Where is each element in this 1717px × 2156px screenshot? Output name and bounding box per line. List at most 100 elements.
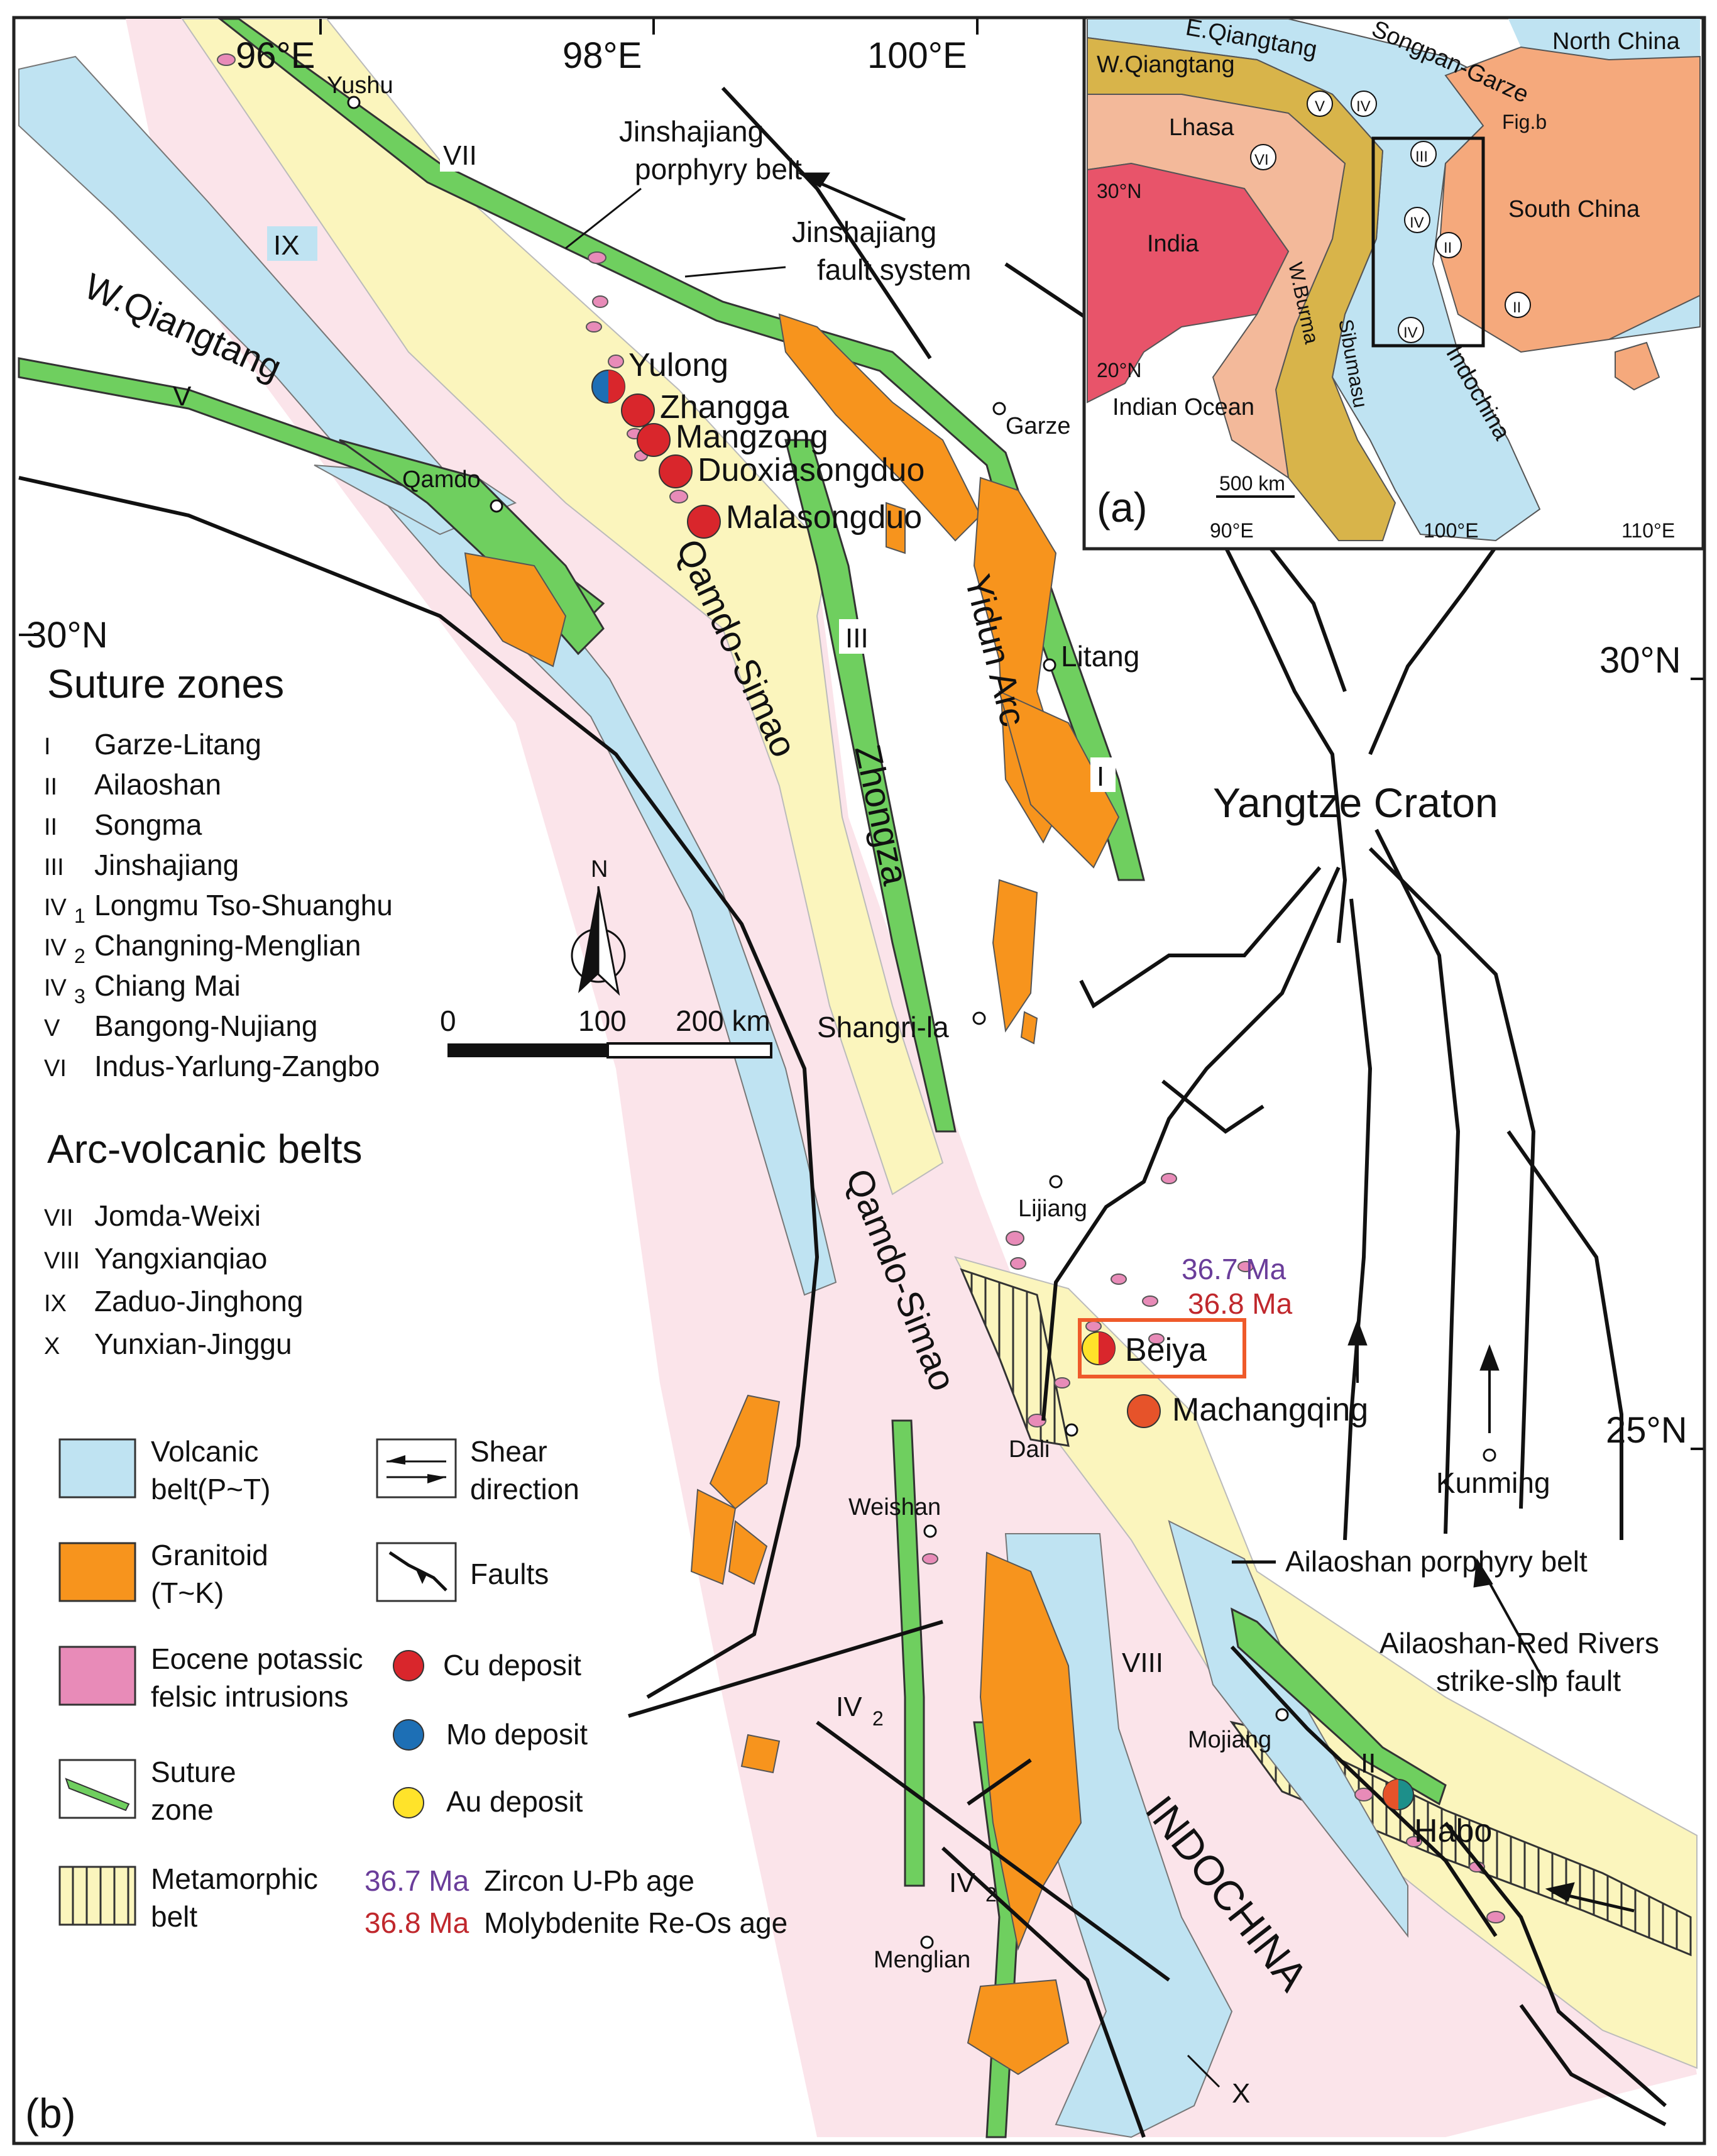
inset-roman: II: [1513, 299, 1521, 316]
suture-name: Ailaoshan: [94, 768, 221, 801]
deposit-label: Mangzong: [676, 419, 828, 455]
arc-belts-title: Arc-volcanic belts: [47, 1126, 363, 1172]
deposit-label: Zhangga: [660, 389, 789, 426]
metamorphic-belt-beiya: [960, 1268, 1070, 1447]
arc-num: IX: [44, 1290, 67, 1317]
legend-volcanic-line2: belt(P~T): [151, 1473, 270, 1505]
panel-label-b: (b): [25, 2090, 76, 2137]
inset-scale: 500 km: [1219, 472, 1285, 495]
inset-roman: IV: [1410, 214, 1424, 231]
jinshajiang-belt: [181, 18, 944, 1196]
fault-system-label-line2: fault system: [817, 253, 971, 286]
arc-name: Jomda-Weixi: [94, 1199, 261, 1232]
deposit-labels: Yulong Zhangga Mangzong Duoxiasongduo Ma…: [628, 347, 1492, 1849]
volcanic-belt-viii: [1168, 1520, 1408, 1938]
suture-sub: 2: [74, 945, 85, 967]
city-markers: [347, 96, 1496, 1949]
suture-num: IV: [44, 894, 67, 921]
inset-india: India: [1147, 231, 1199, 257]
fault-lines: [18, 86, 1667, 2138]
molybdenite-age-label: 36.8 Ma: [1188, 1287, 1293, 1320]
belt-x-label: X: [1232, 2078, 1250, 2109]
suture-iv2-south-subscript: 2: [985, 1883, 997, 1906]
deposit-label: Machangqing: [1172, 1392, 1368, 1428]
city-label: Lijiang: [1018, 1196, 1087, 1222]
yangtze-craton-label: Yangtze Craton: [1213, 779, 1498, 826]
legend-eocene-line2: felsic intrusions: [151, 1680, 348, 1713]
suture-name: Bangong-Nujiang: [94, 1009, 318, 1042]
legend-shear-line2: direction: [470, 1473, 579, 1505]
coordinate-labels: 96°E 98°E 100°E 30°N 30°N 25°N (b): [19, 19, 1703, 2137]
inset-lon90: 90°E: [1210, 519, 1254, 542]
city-labels: Yushu Qamdo Garze Litang Shangri-la Liji…: [327, 72, 1550, 1973]
porphyry-belt-label-line1: Jinshajiang: [619, 115, 764, 148]
map-legend: Volcanic belt(P~T) Granitoid (T~K) Eocen…: [58, 1435, 787, 1939]
legend-meta-line2: belt: [151, 1900, 197, 1933]
suture-name: Chiang Mai: [94, 969, 241, 1002]
suture-iv2-label: IV: [836, 1691, 862, 1722]
granitoid-bodies: [464, 313, 1120, 2076]
arc-name: Yunxian-Jinggu: [94, 1328, 292, 1360]
deposit-label: Malasongduo: [726, 499, 922, 536]
redriver-fault-label-line1: Ailaoshan-Red Rivers: [1380, 1627, 1659, 1659]
suture-num: III: [44, 854, 64, 881]
fault-system-label-line1: Jinshajiang: [792, 216, 936, 248]
north-arrow: N: [571, 856, 626, 996]
scale-100: 100: [578, 1004, 627, 1037]
redriver-fault-label-line2: strike-slip fault: [1436, 1664, 1621, 1697]
inset-lon110: 110°E: [1621, 519, 1675, 542]
deposit-label: Duoxiasongduo: [698, 452, 924, 488]
legend-meta-line1: Metamorphic: [151, 1862, 318, 1895]
lat-25-right-label: 25°N: [1606, 1410, 1687, 1451]
legend-moly-age: 36.8 Ma: [365, 1906, 469, 1939]
legend-volcanic-line1: Volcanic: [151, 1435, 258, 1468]
inset-roman: VI: [1254, 151, 1269, 168]
inset-fig-b: Fig.b: [1502, 111, 1547, 133]
inset-lat30: 30°N: [1097, 180, 1142, 202]
inset-roman: III: [1415, 148, 1428, 165]
arc-belt-list: Arc-volcanic belts VII Jomda-Weixi VIII …: [44, 1126, 363, 1360]
legend-au: Au deposit: [446, 1785, 583, 1818]
arc-name: Yangxianqiao: [94, 1242, 267, 1275]
ailaoshan-porphyry-belt-label: Ailaoshan porphyry belt: [1285, 1545, 1588, 1578]
suture-name: Longmu Tso-Shuanghu: [94, 889, 393, 921]
mangzong-deposit-marker: [637, 423, 671, 457]
suture-v-label: V: [173, 381, 192, 412]
belt-ix-label: IX: [273, 230, 300, 261]
suture-num: I: [44, 734, 51, 760]
suture-name: Indus-Yarlung-Zangbo: [94, 1050, 380, 1082]
city-label: Shangri-la: [817, 1011, 949, 1043]
eocene-intrusions: [217, 53, 1505, 1923]
deposit-label: Habo: [1414, 1813, 1492, 1849]
legend-cu: Cu deposit: [443, 1649, 581, 1681]
volcanic-belt-ix: [18, 55, 837, 1296]
suture-zones-title: Suture zones: [47, 661, 284, 707]
malasongduo-deposit-marker: [687, 505, 721, 539]
north-label: N: [591, 856, 608, 883]
map-roman-labels: VII IX V III I VIII II IV 2 IV 2 X: [173, 137, 1376, 2109]
inset-lhasa: Lhasa: [1169, 114, 1234, 141]
city-label: Menglian: [874, 1947, 970, 1973]
inset-indian-ocean: Indian Ocean: [1112, 394, 1254, 421]
city-label: Litang: [1061, 640, 1139, 673]
arc-num: VII: [44, 1205, 73, 1231]
legend-moly-label: Molybdenite Re-Os age: [484, 1906, 787, 1939]
zhangga-deposit-marker: [621, 393, 655, 427]
inset-lat20: 20°N: [1097, 359, 1142, 382]
suture-num: IV: [44, 975, 67, 1001]
lon-100-label: 100°E: [867, 35, 967, 76]
inset-roman: II: [1444, 239, 1452, 256]
suture-iv2-south-label: IV: [949, 1867, 975, 1898]
suture-num: II: [44, 814, 57, 840]
scale-200: 200 km: [676, 1004, 771, 1037]
city-label: Dali: [1009, 1436, 1050, 1463]
suture-sub: 1: [74, 905, 85, 927]
suture-name: Jinshajiang: [94, 849, 239, 881]
porphyry-belt-label-line2: porphyry belt: [635, 153, 802, 185]
suture-num: II: [44, 774, 57, 800]
beiya-highlight-box: [1078, 1318, 1246, 1378]
inset-w-qiangtang: W.Qiangtang: [1097, 52, 1235, 78]
lon-96-label: 96°E: [236, 35, 315, 76]
inset-roman: IV: [1403, 324, 1418, 341]
